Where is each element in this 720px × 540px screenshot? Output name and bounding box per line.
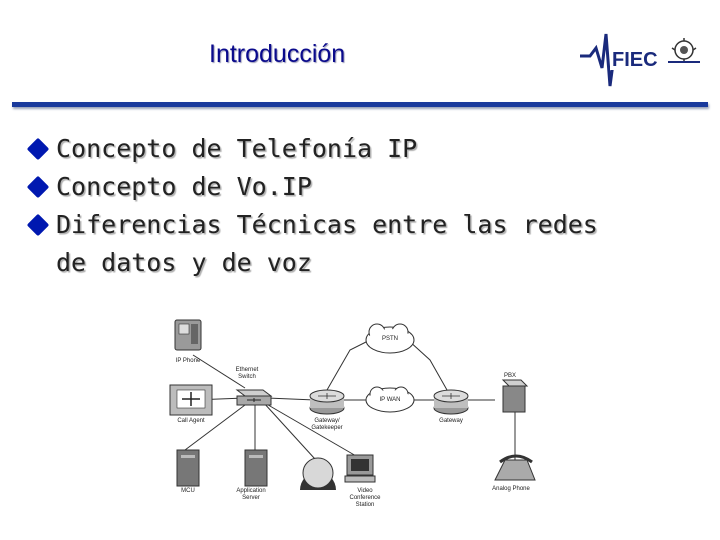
diamond-bullet-icon — [26, 175, 50, 199]
label-analog-phone: Analog Phone — [492, 486, 530, 492]
mcu-icon — [176, 449, 200, 487]
router-gateway-icon — [433, 389, 469, 415]
video-conference-icon — [300, 454, 376, 490]
label-pbx: PBX — [503, 373, 516, 379]
ethernet-switch-icon — [235, 389, 273, 406]
pbx-icon — [501, 379, 529, 413]
bullet-text: Diferencias Técnicas entre las redes — [56, 210, 598, 239]
fiec-logo: FIEC — [580, 33, 700, 87]
label-gateway-gatekeeper: Gateway/ Gatekeeper — [311, 418, 343, 431]
ip-phone-icon — [174, 319, 202, 351]
pstn-cloud-icon — [365, 323, 415, 354]
call-agent-icon — [169, 384, 213, 416]
diamond-bullet-icon — [26, 137, 50, 161]
title-underline — [12, 102, 708, 107]
bullet-text: Concepto de Vo.IP — [56, 172, 312, 201]
bullet-item: Concepto de Telefonía IP — [26, 130, 696, 168]
diamond-bullet-icon — [26, 213, 50, 237]
label-ethernet-switch: Ethernet Switch — [235, 367, 259, 380]
bullet-item: Concepto de Vo.IP — [26, 168, 696, 206]
label-application-server: Application Server — [236, 488, 266, 501]
bullet-text: Concepto de Telefonía IP — [56, 134, 418, 163]
bullet-text: de datos y de voz — [56, 248, 312, 277]
ip-wan-cloud-icon — [365, 386, 415, 413]
router-gatekeeper-icon — [309, 389, 345, 415]
bullet-continuation: de datos y de voz — [26, 244, 696, 282]
bullet-list: Concepto de Telefonía IP Concepto de Vo.… — [26, 130, 696, 282]
slide-title: Introducción — [209, 40, 346, 68]
network-diagram: IP Phone Ethernet Switch Call Agent MCU … — [155, 310, 555, 520]
label-pstn: PSTN — [381, 336, 398, 342]
label-mcu: MCU — [181, 488, 195, 494]
label-video-conference: Video Conference Station — [349, 488, 381, 508]
network-diagram-svg — [169, 319, 536, 490]
application-server-icon — [244, 449, 268, 487]
svg-text:FIEC: FIEC — [612, 49, 658, 71]
label-ip-phone: IP Phone — [175, 358, 201, 364]
label-call-agent: Call Agent — [177, 418, 205, 424]
bullet-item: Diferencias Técnicas entre las redes — [26, 206, 696, 244]
analog-phone-icon — [494, 454, 536, 481]
label-gateway: Gateway — [439, 418, 463, 424]
label-ip-wan: IP WAN — [379, 397, 401, 403]
